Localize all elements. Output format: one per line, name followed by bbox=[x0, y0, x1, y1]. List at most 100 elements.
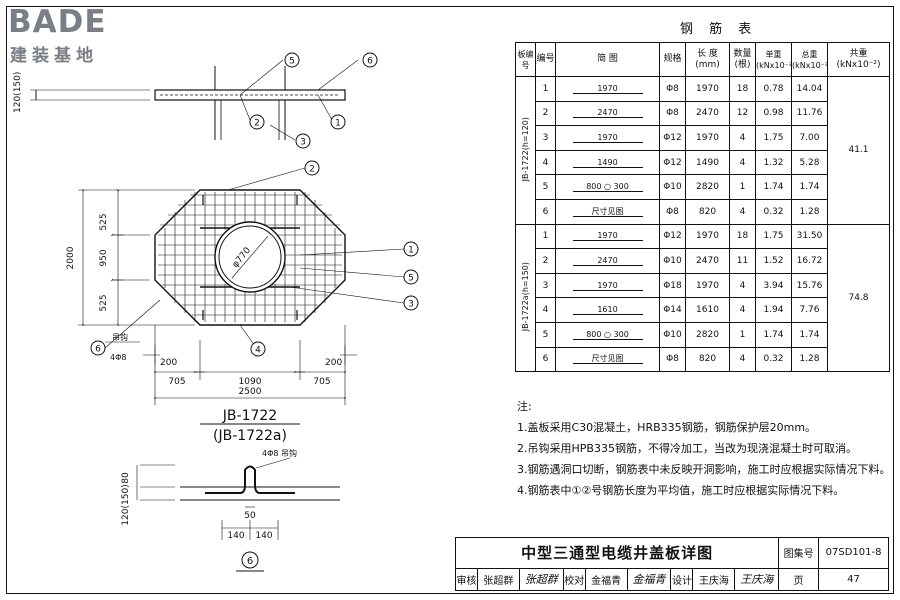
combined-weight: 74.8 bbox=[827, 223, 890, 373]
plan-bottom-dimensions bbox=[143, 325, 357, 405]
header-unit-weight: 单重 (kNx10⁻²) bbox=[755, 42, 792, 77]
hook-detail-label: 4Φ8 吊钩 bbox=[262, 448, 297, 458]
bar-count: 18 bbox=[729, 76, 756, 102]
unit-weight: 3.94 bbox=[755, 272, 792, 299]
check-label: 校对 bbox=[562, 567, 586, 592]
atlas-number: 07SD101-8 bbox=[818, 537, 889, 569]
svg-text:6: 6 bbox=[95, 345, 101, 355]
bar-sketch: 2470 bbox=[555, 248, 660, 274]
plan-view: φ770 bbox=[104, 167, 405, 349]
sketch-label: 1490 bbox=[572, 158, 643, 168]
item-number: 5 bbox=[535, 321, 556, 348]
plan-left-dimensions bbox=[78, 188, 195, 327]
designer-signature: 王庆海 bbox=[734, 567, 780, 592]
bar-count: 11 bbox=[729, 248, 756, 274]
callout-3-top: 3 bbox=[295, 133, 311, 149]
design-label: 设计 bbox=[670, 567, 694, 592]
total-weight: 15.76 bbox=[791, 272, 828, 299]
unit-weight: 1.74 bbox=[755, 321, 792, 348]
svg-text:5: 5 bbox=[408, 274, 414, 284]
hook-detail-number: 6 bbox=[236, 551, 264, 572]
bar-spec: Φ18 bbox=[659, 272, 686, 299]
callout-2-top: 2 bbox=[249, 114, 265, 130]
logo-subtitle: 建装基地 bbox=[10, 46, 98, 66]
bar-spec: Φ8 bbox=[659, 198, 686, 225]
item-number: 2 bbox=[535, 248, 556, 274]
bar-spec: Φ14 bbox=[659, 297, 686, 323]
unit-weight: 0.32 bbox=[755, 198, 792, 225]
hook-bar-spec: 4Φ8 bbox=[110, 353, 126, 362]
item-number: 6 bbox=[535, 198, 556, 225]
note-3: 3.钢筋遇洞口切断，钢筋表中未反映开洞影响，施工时应根据实际情况下料。 bbox=[517, 463, 891, 476]
total-weight: 1.74 bbox=[791, 174, 828, 200]
bar-spec: Φ8 bbox=[659, 346, 686, 373]
hook-dim-50: 50 bbox=[244, 511, 256, 521]
checker-signature: 金福青 bbox=[626, 567, 672, 592]
bar-count: 12 bbox=[729, 100, 756, 127]
item-number: 6 bbox=[535, 346, 556, 373]
callout-6-top: 6 bbox=[362, 52, 378, 68]
callout-4-plan: 4 bbox=[250, 341, 266, 357]
callout-2-plan: 2 bbox=[304, 160, 320, 176]
header-board-no: 板编号 bbox=[515, 42, 536, 77]
bar-count: 4 bbox=[729, 297, 756, 323]
section-thickness-dim: 120(150) bbox=[13, 72, 23, 113]
item-number: 1 bbox=[535, 223, 556, 250]
board-number: JB-1722(h=120) bbox=[515, 76, 536, 225]
unit-weight: 1.52 bbox=[755, 248, 792, 274]
item-number: 1 bbox=[535, 76, 556, 102]
unit-weight: 1.94 bbox=[755, 297, 792, 323]
callout-5-plan: 5 bbox=[403, 269, 419, 285]
board-number: JB-1722a(h=150) bbox=[515, 223, 536, 373]
svg-text:1: 1 bbox=[335, 119, 341, 129]
unit-weight: 1.74 bbox=[755, 174, 792, 200]
header-sketch: 简 图 bbox=[555, 42, 660, 77]
bar-spec: Φ10 bbox=[659, 321, 686, 348]
hook-dim-140-left: 140 bbox=[227, 531, 244, 541]
total-weight: 11.76 bbox=[791, 100, 828, 127]
designer-name: 王庆海 bbox=[692, 567, 736, 592]
bar-length: 1490 bbox=[685, 149, 730, 176]
bar-sketch: 1970 bbox=[555, 223, 660, 250]
page-number: 47 bbox=[818, 567, 889, 592]
svg-text:6: 6 bbox=[367, 57, 373, 67]
note-2: 2.吊钩采用HPB335钢筋，不得冷加工，当改为现浇混凝土时可取消。 bbox=[517, 442, 857, 455]
bar-spec: Φ12 bbox=[659, 149, 686, 176]
section-view: 120(150) bbox=[13, 59, 359, 141]
bar-sketch: 800 ○ 300 bbox=[555, 321, 660, 348]
combined-weight: 41.1 bbox=[827, 76, 890, 225]
bar-sketch: 1970 bbox=[555, 76, 660, 102]
bar-sketch: 800 ○ 300 bbox=[555, 174, 660, 200]
atlas-label: 图集号 bbox=[778, 537, 820, 569]
bar-sketch: 1970 bbox=[555, 125, 660, 151]
callout-1-plan: 1 bbox=[403, 241, 419, 257]
bar-length: 1970 bbox=[685, 125, 730, 151]
callout-5-top: 5 bbox=[284, 52, 300, 68]
total-weight: 5.28 bbox=[791, 149, 828, 176]
hook-label: 吊钩 bbox=[112, 332, 128, 342]
hook-detail bbox=[136, 457, 340, 540]
total-weight: 1.74 bbox=[791, 321, 828, 348]
note-4: 4.钢筋表中①②号钢筋长度为平均值，施工时应根据实际情况下料。 bbox=[517, 484, 845, 497]
total-weight: 7.76 bbox=[791, 297, 828, 323]
total-weight: 7.00 bbox=[791, 125, 828, 151]
sketch-label: 尺寸见图 bbox=[572, 207, 643, 217]
total-weight: 31.50 bbox=[791, 223, 828, 250]
unit-weight: 1.75 bbox=[755, 223, 792, 250]
hook-dim-80: 80 bbox=[121, 472, 131, 484]
total-weight: 1.28 bbox=[791, 198, 828, 225]
rebar-table: 板编号 编号 简 图 规格 长 度 (mm) 数量 (根) 单重 (kNx10⁻… bbox=[515, 42, 890, 373]
sketch-label: 1970 bbox=[572, 133, 643, 143]
header-length: 长 度 (mm) bbox=[685, 42, 730, 77]
dim-left-mid: 950 bbox=[99, 249, 109, 266]
page-label: 页 bbox=[778, 567, 820, 592]
bar-count: 4 bbox=[729, 272, 756, 299]
review-label: 审核 bbox=[455, 567, 478, 592]
unit-weight: 1.32 bbox=[755, 149, 792, 176]
